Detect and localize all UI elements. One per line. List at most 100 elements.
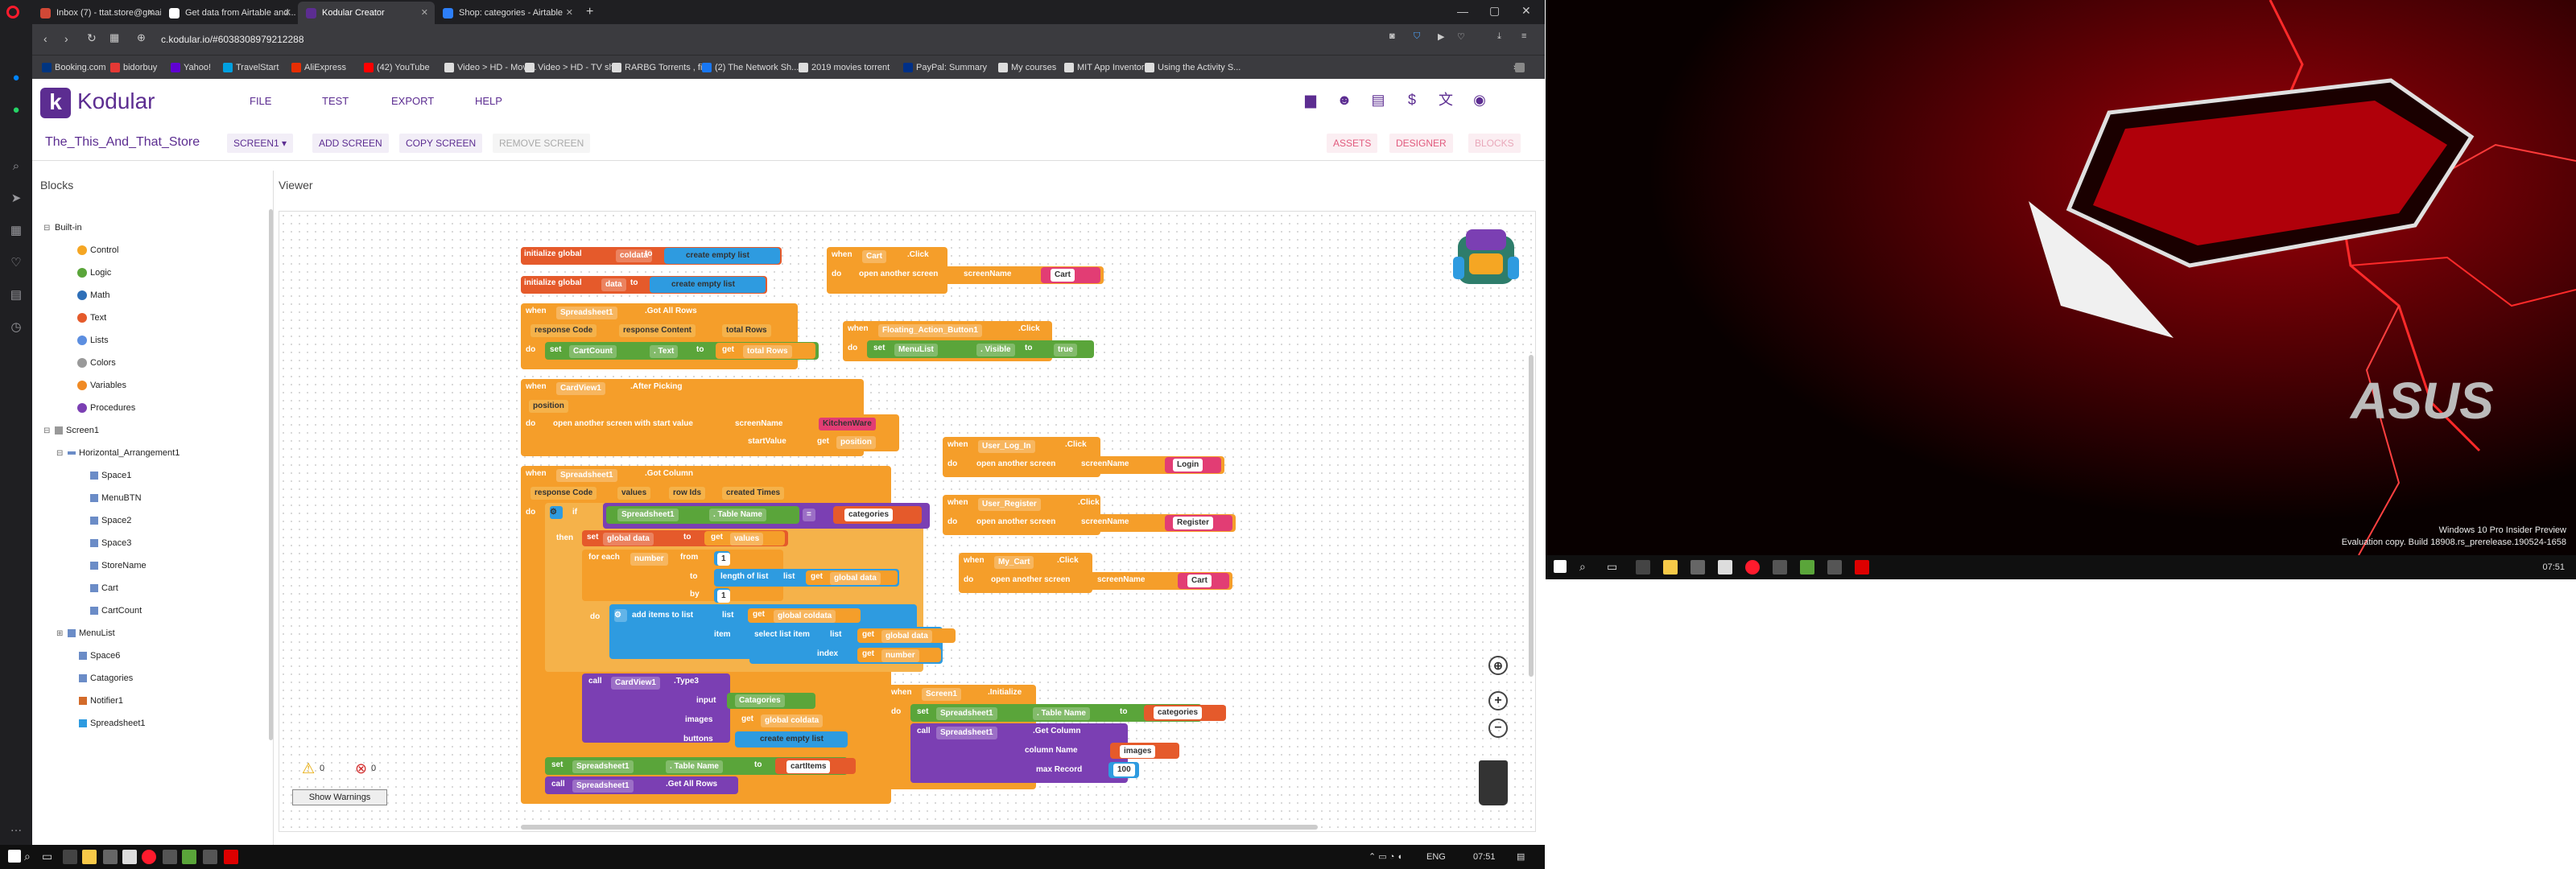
pdf-icon[interactable] (1855, 560, 1869, 575)
property-dropdown[interactable]: . Table Name (709, 509, 766, 521)
property-dropdown[interactable]: . Table Name (666, 760, 723, 773)
tree-component[interactable]: Space6 (68, 650, 120, 661)
back-icon[interactable]: ‹ (43, 32, 47, 45)
tree-builtin[interactable]: ⊟Built-in (43, 222, 82, 234)
site-info-icon[interactable]: ⊕ (137, 31, 146, 43)
url-field[interactable] (161, 27, 564, 51)
text-value[interactable]: Cart (1187, 575, 1212, 587)
heart-bookmark-icon[interactable]: ♡ (1457, 32, 1465, 42)
bookmark-item[interactable]: TravelStart (221, 56, 279, 80)
create-empty-list-label[interactable]: create empty list (667, 278, 739, 291)
create-empty-list-label[interactable]: create empty list (756, 733, 828, 746)
tree-builtin-lists[interactable]: Lists (77, 335, 109, 346)
close-icon[interactable]: ✕ (283, 8, 291, 18)
collapse-icon[interactable]: ⊟ (43, 224, 51, 233)
open-another-screen-block[interactable] (983, 572, 1232, 590)
mail-icon[interactable] (122, 850, 137, 864)
text-value[interactable]: images (1120, 745, 1156, 758)
component-dropdown[interactable]: Floating_Action_Button1 (878, 324, 982, 337)
text-value[interactable]: categories (844, 509, 894, 521)
error-icon[interactable]: ⊗ (355, 760, 368, 776)
show-warnings-button[interactable]: Show Warnings (292, 789, 387, 805)
collapse-icon[interactable]: ⊟ (43, 426, 51, 435)
bookmark-item[interactable]: Using the Activity S... (1143, 56, 1241, 80)
explorer-icon[interactable] (82, 850, 97, 864)
minimize-button[interactable]: — (1457, 5, 1468, 18)
property-dropdown[interactable]: . Table Name (1033, 707, 1090, 720)
camera-icon[interactable]: ◙ (1389, 31, 1395, 41)
blocks-button[interactable]: BLOCKS (1468, 134, 1521, 153)
tree-builtin-control[interactable]: Control (77, 245, 118, 256)
grid-icon[interactable]: ▦ (10, 224, 23, 237)
text-value[interactable]: cartItems (786, 760, 831, 773)
pdf-icon[interactable] (224, 850, 238, 864)
clock[interactable]: 07:51 (2542, 562, 2565, 572)
more-icon[interactable]: … (10, 821, 23, 834)
zoom-in-button[interactable]: + (1488, 691, 1508, 710)
bookmark-item[interactable]: (42) YouTube (362, 56, 430, 80)
bookmark-item[interactable]: RARBG Torrents , fil... (610, 56, 712, 80)
dollar-icon[interactable]: $ (1407, 92, 1416, 108)
menu-file[interactable]: FILE (250, 95, 272, 107)
gear-icon[interactable]: ⚙ (550, 506, 563, 519)
variable-name[interactable]: data (601, 278, 626, 291)
tab-get-data[interactable]: Get data from Airtable and...✕ (161, 2, 298, 24)
component-dropdown[interactable]: Spreadsheet1 (617, 509, 679, 521)
tree-screen1[interactable]: ⊟Screen1 (43, 425, 99, 437)
translate-icon[interactable]: 文 (1439, 92, 1453, 108)
tree-component[interactable]: Space1 (90, 470, 131, 481)
variable-dropdown[interactable]: number (630, 553, 668, 566)
home-icon[interactable]: ▦ (109, 31, 120, 43)
expand-icon[interactable]: ⊞ (56, 629, 64, 638)
spreadsheet-table-name-getter[interactable] (606, 506, 799, 524)
call-cardview-type3-block[interactable] (582, 673, 730, 743)
recenter-button[interactable]: ⊕ (1488, 656, 1508, 675)
tree-builtin-colors[interactable]: Colors (77, 357, 116, 369)
get-global-data-block[interactable] (806, 570, 898, 585)
text-value[interactable]: Login (1173, 459, 1203, 472)
variable-dropdown[interactable]: global coldata (774, 610, 836, 623)
event-param[interactable]: created Times (722, 487, 785, 500)
search-icon[interactable]: ⌕ (12, 159, 20, 173)
menu-help[interactable]: HELP (475, 95, 502, 107)
search-icon[interactable]: ⌕ (1579, 560, 1586, 573)
kodular-logo[interactable]: k (40, 88, 71, 118)
blocks-scrollbar[interactable] (269, 209, 273, 740)
create-empty-list-label[interactable]: create empty list (682, 249, 753, 262)
event-param[interactable]: response Code (530, 487, 597, 500)
designer-button[interactable]: DESIGNER (1389, 134, 1453, 153)
event-param[interactable]: values (617, 487, 651, 500)
kodular-title[interactable]: Kodular (77, 89, 155, 113)
news-icon[interactable]: ▤ (10, 288, 23, 302)
component-dropdown[interactable]: CardView1 (556, 382, 605, 395)
backpack-icon[interactable] (1450, 218, 1522, 289)
text-value[interactable]: Register (1173, 517, 1214, 529)
property-dropdown[interactable]: . Text (650, 345, 679, 358)
get-global-coldata-block[interactable] (748, 608, 861, 623)
menu-test[interactable]: TEST (322, 95, 349, 107)
variable-dropdown[interactable]: number (881, 649, 919, 662)
send-icon[interactable]: ➤ (10, 192, 22, 205)
start-icon[interactable] (8, 850, 21, 863)
get-number-block[interactable] (857, 648, 941, 662)
menu-export[interactable]: EXPORT (391, 95, 435, 107)
set-spreadsheet-table-name-block[interactable] (545, 757, 848, 775)
heart-icon[interactable]: ♡ (10, 256, 22, 270)
tree-component[interactable]: Notifier1 (68, 695, 123, 706)
language-indicator[interactable]: ENG (1426, 852, 1446, 862)
set-spreadsheet-table-name-block[interactable] (910, 704, 1202, 722)
android-icon[interactable] (182, 850, 196, 864)
tree-horizontal-arrangement[interactable]: ⊟Horizontal_Arrangement1 (56, 447, 180, 459)
set-menulist-visible-block[interactable] (867, 340, 1094, 358)
tray-icons[interactable]: ⌃ ▭ ◔ ◖ (1368, 852, 1403, 862)
task-view-icon[interactable]: ▭ (42, 850, 53, 863)
event-param[interactable]: response Code (530, 324, 597, 337)
lock-icon[interactable] (1690, 560, 1705, 575)
text-value[interactable]: categories (1154, 706, 1203, 719)
zoom-out-button[interactable]: − (1488, 719, 1508, 738)
gear-icon[interactable]: ⚙ (614, 609, 627, 622)
start-icon[interactable] (1554, 560, 1567, 573)
tree-component[interactable]: Catagories (68, 673, 133, 684)
tree-component[interactable]: StoreName (90, 560, 147, 571)
opera-logo[interactable] (6, 6, 19, 19)
